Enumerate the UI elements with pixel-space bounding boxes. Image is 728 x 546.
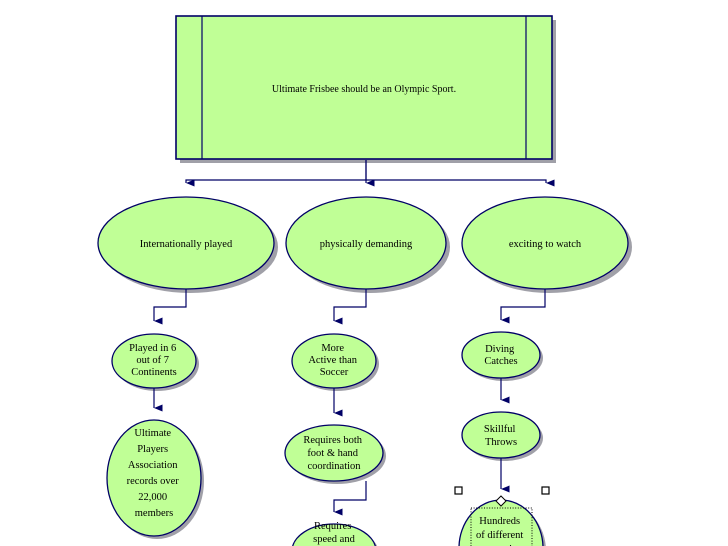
l3-c-line-2: Catches — [484, 356, 517, 367]
l2-c-label: exciting to watch — [509, 239, 582, 250]
l4-a-line-1: Ultimate — [134, 428, 171, 439]
connector-root-to-exciting-to-watch[interactable] — [366, 179, 555, 187]
l3-b-label: More Active than Soccer — [308, 343, 359, 378]
l5-c-line-3: strategies — [481, 544, 521, 546]
node-physically-demanding[interactable]: physically demanding — [285, 196, 447, 290]
l4-b-body[interactable] — [284, 424, 384, 482]
l2-b-label: physically demanding — [320, 239, 413, 250]
l2-c-body[interactable] — [461, 196, 629, 290]
l2-b-body[interactable] — [285, 196, 447, 290]
connector-layer — [153, 160, 555, 516]
selection-handles[interactable] — [454, 486, 550, 507]
selection-handle-top-right[interactable] — [541, 486, 550, 495]
l5-b-label: Requires speed and — [313, 521, 355, 545]
l3-b-line-3: Soccer — [320, 367, 349, 378]
l5-b-line-1: Requires — [314, 521, 351, 532]
node-played-in-6-out-of-7-continents[interactable]: Played in 6 out of 7 Continents — [111, 333, 197, 389]
l2-a-label: Internationally played — [140, 239, 233, 250]
node-requires-speed-and[interactable]: Requires speed and — [292, 521, 376, 546]
node-skillful-throws[interactable]: Skillful Throws — [461, 411, 541, 459]
l4-a-line-4: records over — [127, 476, 180, 487]
l5-c-line-1: Hundreds — [479, 516, 520, 527]
l4-a-label: Ultimate Players Association records ove… — [127, 428, 182, 519]
node-root-ultimate-frisbee-olympic-sport[interactable]: Ultimate Frisbee should be an Olympic Sp… — [175, 15, 553, 160]
l5-c-line-2: of different — [476, 530, 523, 541]
l4-b-label: Requires both foot & hand coordination — [303, 435, 364, 472]
node-requires-foot-and-hand-coordination[interactable]: Requires both foot & hand coordination — [284, 424, 384, 482]
l4-a-line-5: 22,000 — [138, 492, 167, 503]
l4-c-line-1: Skillful — [484, 424, 516, 435]
l4-a-line-6: members — [135, 508, 174, 519]
node-more-active-than-soccer[interactable]: More Active than Soccer — [291, 333, 377, 389]
l4-c-body[interactable] — [461, 411, 541, 459]
l2-a-body[interactable] — [97, 196, 275, 290]
l3-a-label: Played in 6 out of 7 Continents — [129, 343, 179, 378]
l3-c-body[interactable] — [461, 331, 541, 379]
connector-internationally-played-to-played-in-6[interactable] — [153, 289, 187, 325]
node-internationally-played[interactable]: Internationally played — [97, 196, 275, 290]
l4-a-line-2: Players — [137, 444, 168, 455]
l5-c-text-edit-box[interactable] — [470, 507, 533, 546]
node-ultimate-players-association-members[interactable]: Ultimate Players Association records ove… — [106, 419, 202, 537]
l3-a-body[interactable] — [111, 333, 197, 389]
node-hundreds-of-different-strategies[interactable]: Hundreds of different strategies — [458, 499, 544, 546]
l4-a-body[interactable] — [106, 419, 202, 537]
connector-physically-demanding-to-more-active[interactable] — [333, 289, 367, 325]
l3-b-line-1: More — [321, 343, 344, 354]
l3-a-line-1: Played in 6 — [129, 343, 176, 354]
selection-handle-top-left[interactable] — [454, 486, 463, 495]
l4-c-line-2: Throws — [485, 437, 517, 448]
connector-requires-coordination-to-requires-speed[interactable] — [333, 481, 367, 516]
l3-a-line-3: Continents — [131, 367, 177, 378]
l4-b-line-1: Requires both — [303, 435, 362, 446]
l4-b-line-2: foot & hand — [307, 448, 358, 459]
l3-a-line-2: out of 7 — [136, 355, 169, 366]
l3-b-body[interactable] — [291, 333, 377, 389]
l5-b-line-2: speed and — [313, 534, 355, 545]
l4-a-line-3: Association — [128, 460, 178, 471]
root-box-body[interactable] — [175, 15, 553, 160]
node-exciting-to-watch[interactable]: exciting to watch — [461, 196, 629, 290]
node-diving-catches[interactable]: Diving Catches — [461, 331, 541, 379]
l3-c-line-1: Diving — [485, 344, 515, 355]
selection-handle-rotate-diamond[interactable] — [495, 495, 507, 507]
l5-b-body[interactable] — [292, 523, 376, 546]
root-box-label: Ultimate Frisbee should be an Olympic Sp… — [272, 84, 456, 95]
l5-c-label: Hundreds of different strategies — [476, 516, 526, 546]
connector-root-to-internationally-played[interactable] — [185, 160, 367, 187]
l4-c-label: Skillful Throws — [484, 424, 518, 448]
l3-b-line-2: Active than — [308, 355, 357, 366]
l3-c-label: Diving Catches — [484, 344, 517, 367]
connector-exciting-to-watch-to-diving-catches[interactable] — [500, 289, 546, 324]
l4-b-line-3: coordination — [307, 461, 361, 472]
